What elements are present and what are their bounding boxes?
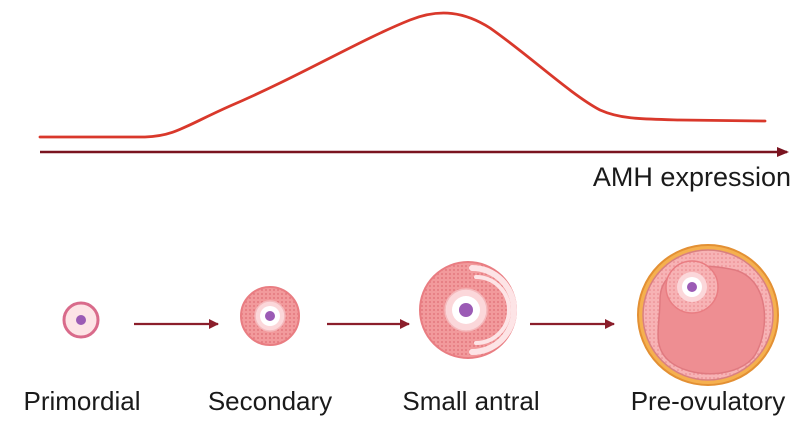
stage-label-small-antral: Small antral (402, 386, 540, 416)
amh-expression-label: AMH expression (592, 162, 791, 192)
primordial-follicle-icon (62, 301, 100, 339)
stage-label-primordial: Primordial (23, 386, 141, 416)
pre-ovulatory-follicle-icon (637, 244, 779, 386)
amh-expression-curve (38, 11, 767, 139)
small-antral-follicle-icon (419, 261, 517, 359)
stage-label-pre-ovulatory: Pre-ovulatory (630, 386, 786, 416)
secondary-follicle-icon (240, 286, 300, 346)
stage-label-secondary: Secondary (207, 386, 333, 416)
